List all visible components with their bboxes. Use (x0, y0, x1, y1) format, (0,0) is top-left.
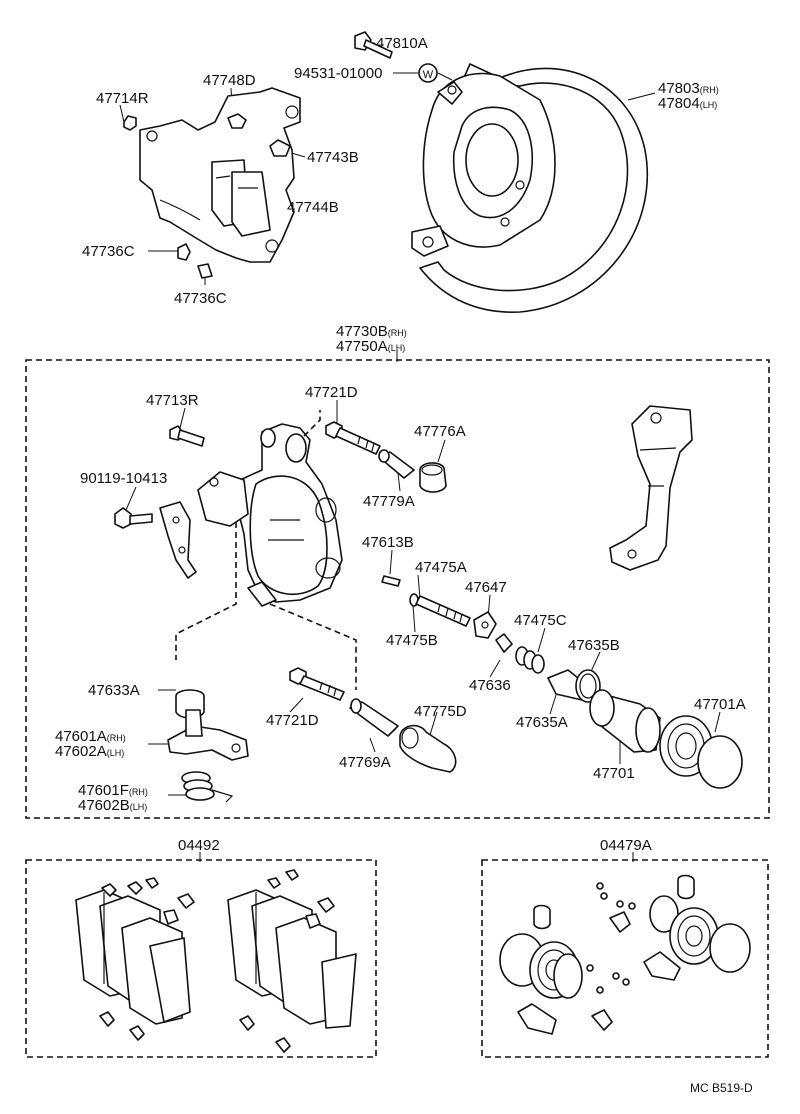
callout-47750A: 47750A(LH) (336, 338, 405, 355)
callout-47743B: 47743B (307, 149, 359, 166)
pad-kit-pads (75, 889, 357, 1029)
callout-47635B: 47635B (568, 637, 620, 654)
clip-icon (177, 243, 191, 261)
boot-47776A (419, 462, 447, 493)
bushing-47779A (378, 449, 415, 479)
callout-47769A: 47769A (339, 754, 391, 771)
callout-47475C: 47475C (514, 612, 567, 629)
adjuster-shaft (409, 593, 471, 627)
upper-caliper-assembly (123, 87, 301, 279)
bracket-bolt (114, 501, 197, 579)
callout-47635A: 47635A (516, 714, 568, 731)
callout-47721D-a: 47721D (305, 384, 358, 401)
pad-kit-clips (99, 869, 335, 1053)
plate-47647 (473, 611, 497, 639)
callout-47602A: 47602A(LH) (55, 743, 124, 760)
pad-kit-box (25, 859, 377, 1058)
bolt-47810A (354, 31, 393, 59)
callout-47748D: 47748D (203, 72, 256, 89)
bleeder-cap-icon (123, 115, 137, 131)
slide-pin-upper (325, 421, 381, 455)
boot-47775D (399, 724, 457, 773)
seal-kit-box (481, 859, 769, 1058)
dust-cover (411, 63, 649, 313)
lever-47601A (167, 709, 249, 761)
washer-mark-text: W (423, 69, 434, 81)
clip-icon (197, 263, 213, 279)
leader-lines (119, 42, 721, 796)
clip-47636 (495, 633, 513, 653)
bushing-47769A (349, 698, 399, 737)
callout-47636: 47636 (469, 677, 511, 694)
callout-04492: 04492 (178, 837, 220, 854)
spring-47475C (515, 646, 545, 674)
callout-04479A: 04479A (600, 837, 652, 854)
piston-seal (697, 735, 743, 789)
callout-47701: 47701 (593, 765, 635, 782)
callout-47613B: 47613B (362, 534, 414, 551)
diagram-reference-code: MC B519-D (690, 1081, 753, 1095)
callout-47776A: 47776A (414, 423, 466, 440)
callout-47775D: 47775D (414, 703, 467, 720)
callout-47736C-a: 47736C (82, 243, 135, 260)
slide-pin-lower (289, 667, 345, 701)
clip-icon (227, 113, 247, 129)
callout-47744B: 47744B (287, 199, 339, 216)
callout-47736C-b: 47736C (174, 290, 227, 307)
clip-icon (269, 139, 291, 157)
callout-47647: 47647 (465, 579, 507, 596)
callout-94531-01000: 94531-01000 (294, 65, 382, 82)
spring-47601F (181, 771, 234, 803)
piston-47701 (589, 689, 661, 753)
callout-90119-10413: 90119-10413 (80, 470, 167, 487)
caliper-body (197, 423, 343, 607)
callout-47475B: 47475B (386, 632, 438, 649)
callout-47730B: 47730B(RH) (336, 323, 407, 340)
washer-symbol: W (418, 63, 438, 83)
callout-47701A: 47701A (694, 696, 746, 713)
callout-47803: 47803(RH) (658, 80, 719, 97)
assembly-dashed-links (175, 410, 357, 690)
bleeder-screw (169, 425, 205, 447)
callout-47714R: 47714R (96, 90, 149, 107)
callout-47779A: 47779A (363, 493, 415, 510)
callout-47633A: 47633A (88, 682, 140, 699)
callout-47721D-b: 47721D (266, 712, 319, 729)
callout-47475A: 47475A (415, 559, 467, 576)
callout-47601F: 47601F(RH) (78, 782, 148, 799)
mounting-bracket (609, 405, 693, 571)
seal-kit-parts (499, 874, 751, 1035)
callout-47602B: 47602B(LH) (78, 797, 147, 814)
callout-47804: 47804(LH) (658, 95, 717, 112)
pin-47613B (381, 575, 401, 587)
callout-47810A: 47810A (376, 35, 428, 52)
callout-47601A: 47601A(RH) (55, 728, 126, 745)
callout-labels: 47810A 94531-01000 47803(RH) 47804(LH) 4… (55, 35, 746, 854)
callout-47713R: 47713R (146, 392, 199, 409)
